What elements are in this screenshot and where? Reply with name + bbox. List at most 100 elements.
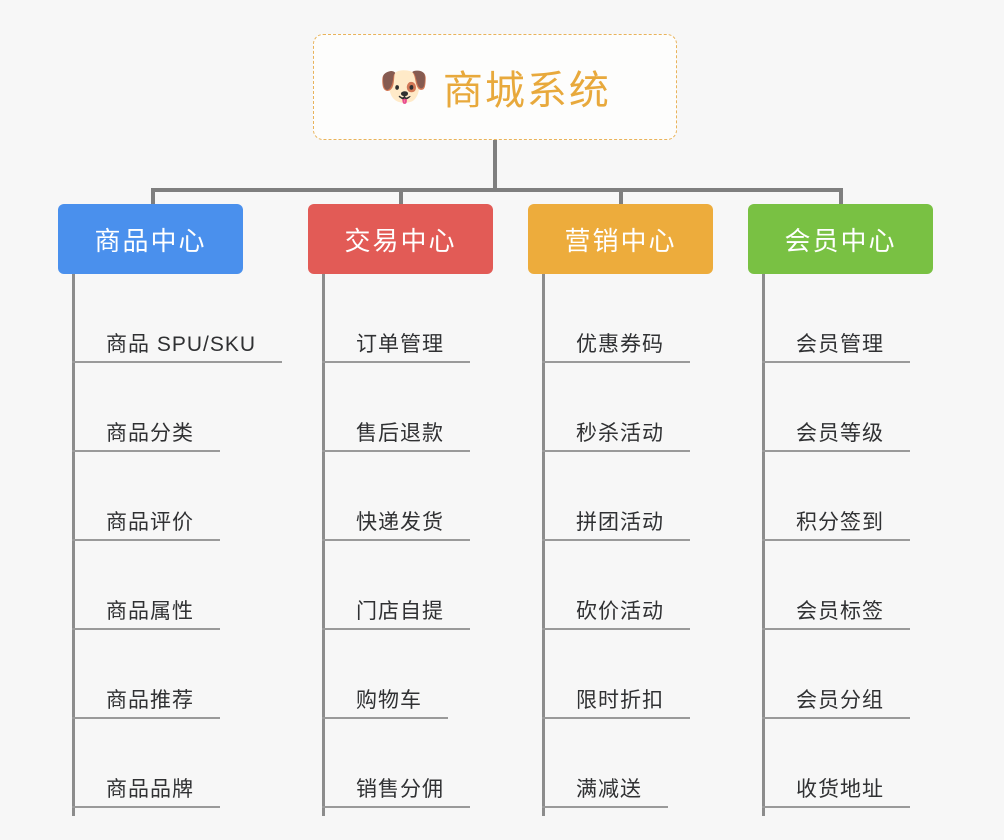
- list-item-label: 会员分组: [796, 689, 884, 712]
- list-item[interactable]: 会员标签: [762, 541, 992, 630]
- list-item-rule: [542, 717, 690, 719]
- list-item[interactable]: 售后退款: [322, 363, 552, 452]
- list-item-label: 购物车: [356, 689, 422, 712]
- list-item-rule: [542, 806, 668, 808]
- list-item-rule: [322, 539, 470, 541]
- leaf-spine: [762, 274, 765, 816]
- list-item-label: 商品评价: [106, 511, 194, 534]
- list-item[interactable]: 收货地址: [762, 719, 992, 808]
- leaf-list: 订单管理 售后退款 快递发货 门店自提 购物车 销售分佣: [322, 274, 552, 808]
- list-item-label: 商品属性: [106, 600, 194, 623]
- list-item-rule: [72, 628, 220, 630]
- list-item[interactable]: 秒杀活动: [542, 363, 772, 452]
- list-item[interactable]: 门店自提: [322, 541, 552, 630]
- list-item-label: 会员等级: [796, 422, 884, 445]
- leaf-spine: [542, 274, 545, 816]
- list-item[interactable]: 销售分佣: [322, 719, 552, 808]
- root-title: 商城系统: [442, 69, 611, 113]
- list-item-rule: [762, 539, 910, 541]
- list-item-rule: [762, 717, 910, 719]
- list-item-label: 砍价活动: [576, 600, 664, 623]
- connector-drop-trade-center: [399, 188, 403, 208]
- list-item-label: 满减送: [576, 778, 642, 801]
- list-item-label: 商品品牌: [106, 778, 194, 801]
- connector-drop-marketing-center: [619, 188, 623, 208]
- list-item[interactable]: 订单管理: [322, 274, 552, 363]
- list-item[interactable]: 快递发货: [322, 452, 552, 541]
- leaf-spine: [322, 274, 325, 816]
- leaf-list: 商品 SPU/SKU 商品分类 商品评价 商品属性 商品推荐 商品品牌: [72, 274, 302, 808]
- list-item-rule: [322, 628, 470, 630]
- list-item[interactable]: 商品评价: [72, 452, 302, 541]
- connector-drop-product-center: [151, 188, 155, 208]
- category-label: 营销中心: [564, 225, 677, 256]
- connector-root-stem: [493, 140, 497, 190]
- list-item[interactable]: 优惠券码: [542, 274, 772, 363]
- list-item[interactable]: 会员管理: [762, 274, 992, 363]
- list-item-rule: [762, 450, 910, 452]
- list-item-rule: [72, 450, 220, 452]
- list-item-rule: [322, 806, 470, 808]
- leaf-list: 会员管理 会员等级 积分签到 会员标签 会员分组 收货地址: [762, 274, 992, 808]
- list-item-label: 门店自提: [356, 600, 444, 623]
- list-item-label: 售后退款: [356, 422, 444, 445]
- list-item-label: 秒杀活动: [576, 422, 664, 445]
- list-item-label: 积分签到: [796, 511, 884, 534]
- list-item-rule: [72, 539, 220, 541]
- list-item-rule: [72, 361, 282, 363]
- category-label: 会员中心: [784, 225, 897, 256]
- list-item[interactable]: 会员等级: [762, 363, 992, 452]
- list-item-rule: [542, 628, 690, 630]
- category-label: 商品中心: [94, 225, 207, 256]
- leaf-column-marketing-center: 优惠券码 秒杀活动 拼团活动 砍价活动 限时折扣 满减送: [542, 274, 772, 830]
- list-item-rule: [322, 361, 470, 363]
- list-item[interactable]: 商品 SPU/SKU: [72, 274, 302, 363]
- leaf-column-member-center: 会员管理 会员等级 积分签到 会员标签 会员分组 收货地址: [762, 274, 992, 830]
- list-item-rule: [72, 806, 220, 808]
- list-item[interactable]: 会员分组: [762, 630, 992, 719]
- list-item-rule: [542, 361, 690, 363]
- root-node[interactable]: 🐶 商城系统: [313, 34, 677, 140]
- list-item-rule: [322, 450, 470, 452]
- list-item-label: 收货地址: [796, 778, 884, 801]
- list-item-label: 商品 SPU/SKU: [106, 333, 257, 356]
- list-item-rule: [542, 539, 690, 541]
- category-box-product-center[interactable]: 商品中心: [58, 204, 243, 274]
- list-item[interactable]: 满减送: [542, 719, 772, 808]
- leaf-list: 优惠券码 秒杀活动 拼团活动 砍价活动 限时折扣 满减送: [542, 274, 772, 808]
- list-item-rule: [762, 806, 910, 808]
- list-item[interactable]: 商品分类: [72, 363, 302, 452]
- list-item[interactable]: 购物车: [322, 630, 552, 719]
- list-item-rule: [322, 717, 448, 719]
- category-box-trade-center[interactable]: 交易中心: [308, 204, 493, 274]
- list-item-label: 会员标签: [796, 600, 884, 623]
- list-item[interactable]: 商品推荐: [72, 630, 302, 719]
- list-item-label: 商品分类: [106, 422, 194, 445]
- list-item[interactable]: 拼团活动: [542, 452, 772, 541]
- list-item-label: 拼团活动: [576, 511, 664, 534]
- connector-bus: [151, 188, 843, 192]
- list-item-rule: [762, 361, 910, 363]
- leaf-spine: [72, 274, 75, 816]
- list-item-label: 订单管理: [356, 333, 444, 356]
- leaf-column-product-center: 商品 SPU/SKU 商品分类 商品评价 商品属性 商品推荐 商品品牌: [72, 274, 302, 830]
- list-item-label: 优惠券码: [576, 333, 664, 356]
- list-item-rule: [542, 450, 690, 452]
- list-item[interactable]: 限时折扣: [542, 630, 772, 719]
- dog-face-icon: 🐶: [379, 64, 429, 110]
- list-item-label: 快递发货: [356, 511, 444, 534]
- list-item[interactable]: 商品属性: [72, 541, 302, 630]
- category-box-marketing-center[interactable]: 营销中心: [528, 204, 713, 274]
- leaf-column-trade-center: 订单管理 售后退款 快递发货 门店自提 购物车 销售分佣: [322, 274, 552, 830]
- list-item[interactable]: 积分签到: [762, 452, 992, 541]
- list-item-label: 商品推荐: [106, 689, 194, 712]
- list-item-rule: [762, 628, 910, 630]
- category-label: 交易中心: [344, 225, 457, 256]
- list-item[interactable]: 商品品牌: [72, 719, 302, 808]
- list-item-label: 限时折扣: [576, 689, 664, 712]
- list-item[interactable]: 砍价活动: [542, 541, 772, 630]
- category-box-member-center[interactable]: 会员中心: [748, 204, 933, 274]
- list-item-label: 销售分佣: [356, 778, 444, 801]
- connector-drop-member-center: [839, 188, 843, 208]
